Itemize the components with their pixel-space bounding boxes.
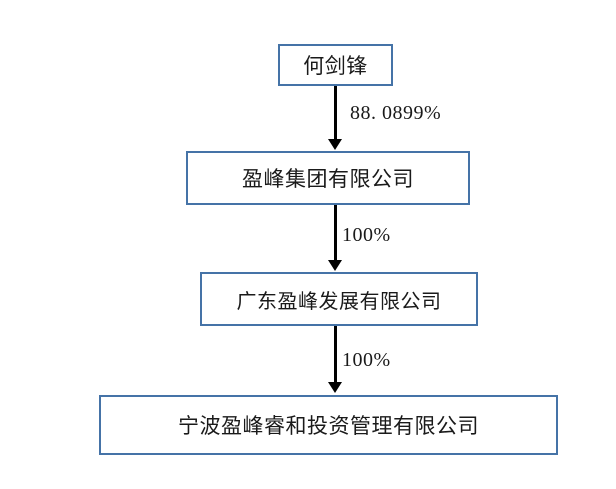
edge-label-ownership-1: 88. 0899% <box>350 102 442 124</box>
node-label: 何剑锋 <box>303 54 368 78</box>
diagram-node-yingfeng-group: 盈峰集团有限公司 <box>186 151 470 205</box>
edge-label-ownership-2: 100% <box>342 224 391 246</box>
connector-line-3 <box>334 326 337 385</box>
connector-line-2 <box>334 205 337 263</box>
diagram-node-guangdong-yingfeng-development: 广东盈峰发展有限公司 <box>200 272 478 326</box>
arrowhead-icon-2 <box>328 260 342 271</box>
node-label: 广东盈峰发展有限公司 <box>236 290 442 313</box>
edge-label-ownership-3: 100% <box>342 349 391 371</box>
arrowhead-icon-1 <box>328 139 342 150</box>
arrowhead-icon-3 <box>328 382 342 393</box>
connector-line-1 <box>334 86 337 142</box>
node-label: 宁波盈峰睿和投资管理有限公司 <box>178 414 479 438</box>
node-label: 盈峰集团有限公司 <box>242 167 414 191</box>
diagram-node-ningbo-yingfeng-ruihe-investment: 宁波盈峰睿和投资管理有限公司 <box>99 395 558 455</box>
diagram-node-he-jianfeng: 何剑锋 <box>278 44 393 86</box>
